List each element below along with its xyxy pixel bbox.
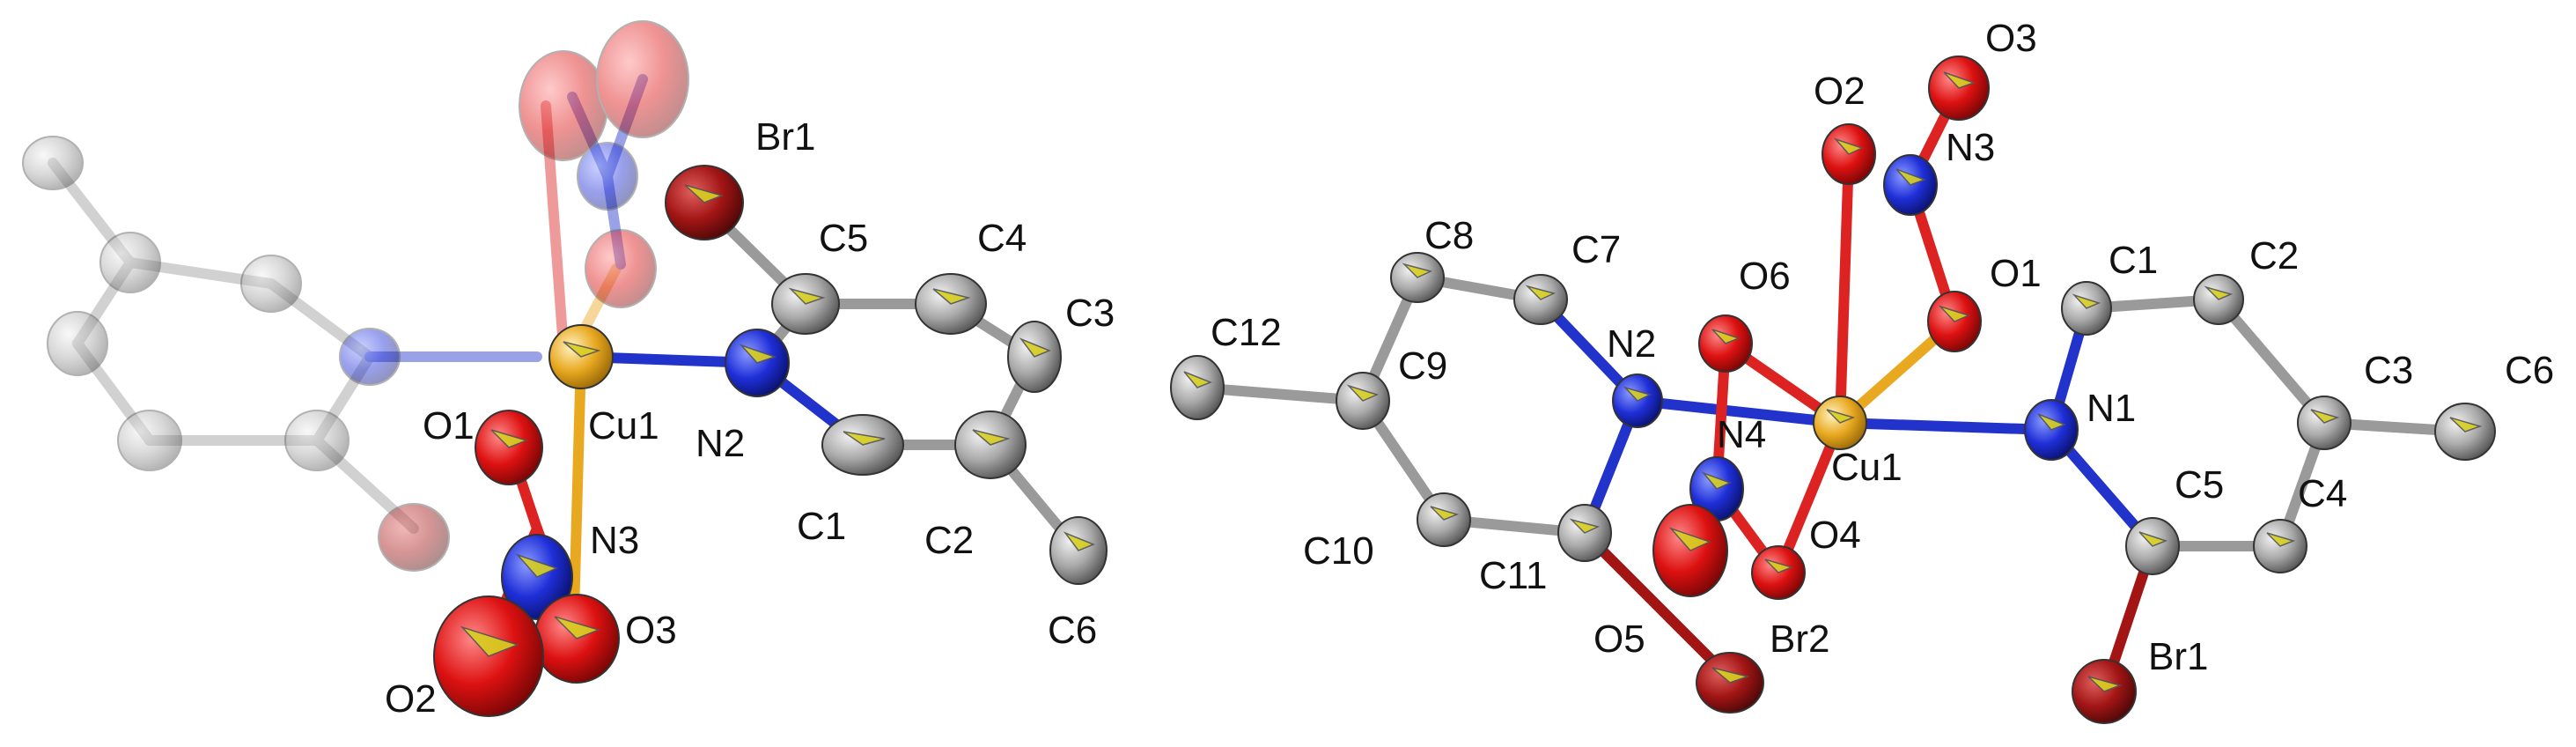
faded-oxygen-atom [519,50,608,161]
label-o6: O6 [1739,255,1791,298]
label-c12: C12 [1211,311,1282,354]
label-c2: C2 [924,519,974,562]
label-c2: C2 [2249,234,2299,277]
label-n3: N3 [1946,126,1995,169]
label-c6: C6 [1048,609,1097,652]
label-o5: O5 [1593,618,1645,661]
label-c7: C7 [1571,228,1621,271]
faded-oxygen-atom [596,20,689,138]
label-o2: O2 [1814,70,1866,113]
label-c5: C5 [819,217,868,260]
label-o1: O1 [1990,252,2042,295]
faded-nitrogen-atom [339,328,401,386]
label-o2: O2 [385,677,437,721]
right-molecule: O3 O2 N3 C8 C7 O6 O1 C1 C2 C12 N2 C9 C3 … [1170,17,2554,724]
label-o1: O1 [423,404,475,447]
label-c3: C3 [2364,349,2413,392]
faded-carbon-atom [99,232,161,293]
faded-carbon-atom [22,136,84,190]
left-molecule: Br1 C5 C4 C3 O1 Cu1 N2 N3 C1 C2 O3 O2 C6 [22,20,1115,721]
label-c9: C9 [1398,344,1447,388]
faded-oxygen-atom [585,229,657,308]
label-n2: N2 [1607,322,1656,366]
label-c8: C8 [1424,214,1474,257]
label-o3: O3 [625,609,677,652]
faded-carbon-atom [284,410,350,471]
faded-nitrogen-atom [577,142,638,211]
label-br1: Br1 [755,115,815,159]
faded-carbon-atom [47,311,108,376]
label-n2: N2 [696,422,745,465]
right-octants [1183,71,2483,692]
label-br2: Br2 [1770,618,1829,661]
label-n4: N4 [1717,413,1766,456]
label-c1: C1 [797,505,846,548]
label-o4: O4 [1809,514,1861,557]
label-cu1: Cu1 [1831,446,1903,489]
label-c6: C6 [2505,349,2554,392]
label-c4: C4 [2298,472,2347,515]
label-c3: C3 [1065,292,1115,335]
left-faded-atoms [22,20,689,572]
label-cu1: Cu1 [588,404,659,447]
faded-bromine-atom [378,503,450,572]
label-c4: C4 [977,217,1027,260]
label-c5: C5 [2175,463,2224,507]
left-octants [460,184,1095,657]
label-br1: Br1 [2148,635,2208,678]
faded-carbon-atom [117,410,182,471]
label-c1: C1 [2109,239,2158,282]
label-o3: O3 [1985,17,2037,60]
left-labels: Br1 C5 C4 C3 O1 Cu1 N2 N3 C1 C2 O3 O2 C6 [385,115,1115,721]
label-n1: N1 [2087,387,2136,430]
label-c10: C10 [1303,529,1374,573]
label-c11: C11 [1479,554,1547,597]
right-labels: O3 O2 N3 C8 C7 O6 O1 C1 C2 C12 N2 C9 C3 … [1211,17,2554,678]
label-n3: N3 [590,519,639,562]
faded-carbon-atom [240,255,302,313]
